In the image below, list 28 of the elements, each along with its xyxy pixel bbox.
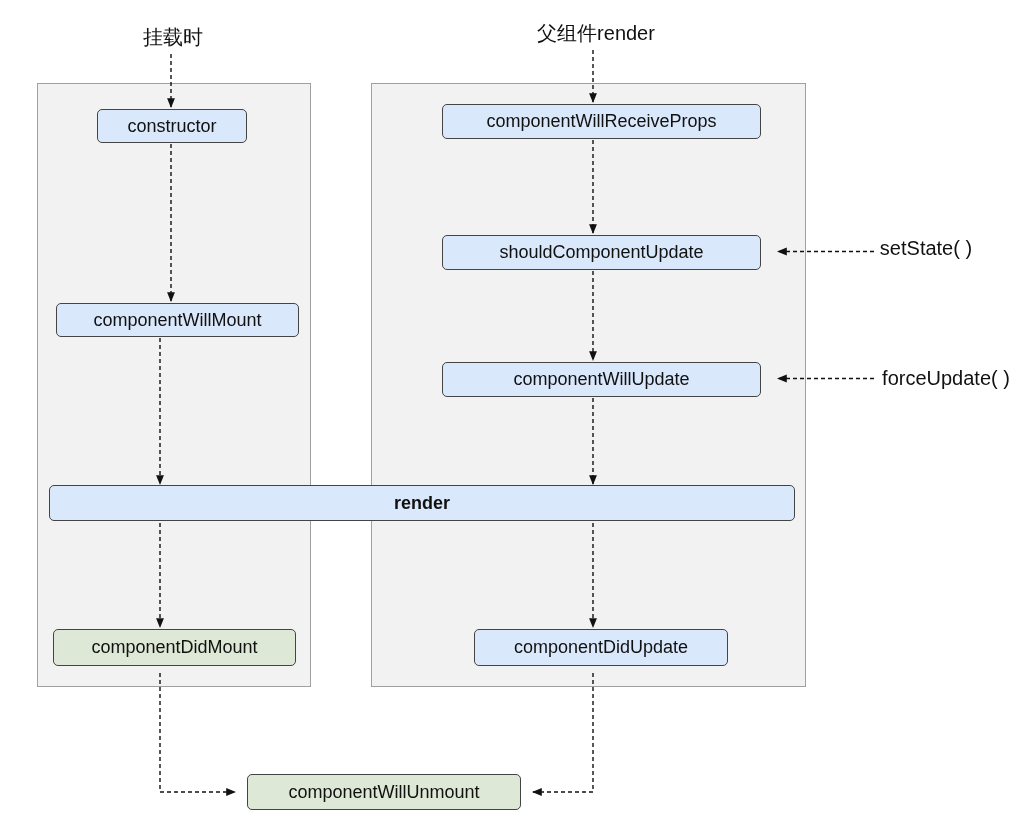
dashed-arrow [167,53,175,108]
lifecycle-method-box: componentWillUnmount [247,774,521,810]
dashed-arrow [589,270,597,361]
lifecycle-method-box: componentWillUpdate [442,362,761,397]
dashed-arrow [167,143,175,302]
dashed-arrow [589,397,597,485]
dashed-arrow [156,337,164,485]
trigger-label: 父组件render [526,18,666,48]
dashed-arrow [589,49,597,103]
lifecycle-method-box: shouldComponentUpdate [442,235,761,270]
trigger-label: 挂载时 [133,22,213,52]
lifecycle-method-box: componentWillReceiveProps [442,104,761,139]
trigger-label: setState( ) [866,233,986,263]
lifecycle-method-box: constructor [97,109,247,143]
lifecycle-method-box: render [49,485,795,521]
dashed-arrow [589,139,597,234]
dashed-arrow [532,672,594,796]
dashed-arrow [159,672,236,796]
dashed-arrow [777,247,875,256]
dashed-arrow [777,374,875,383]
dashed-arrow [156,522,164,628]
lifecycle-method-box: componentDidUpdate [474,629,728,666]
lifecycle-method-box: componentWillMount [56,303,299,337]
group-panel [37,83,311,687]
group-panel [371,83,806,687]
trigger-label: forceUpdate( ) [866,363,1026,393]
lifecycle-method-box: componentDidMount [53,629,296,666]
dashed-arrow [589,522,597,628]
